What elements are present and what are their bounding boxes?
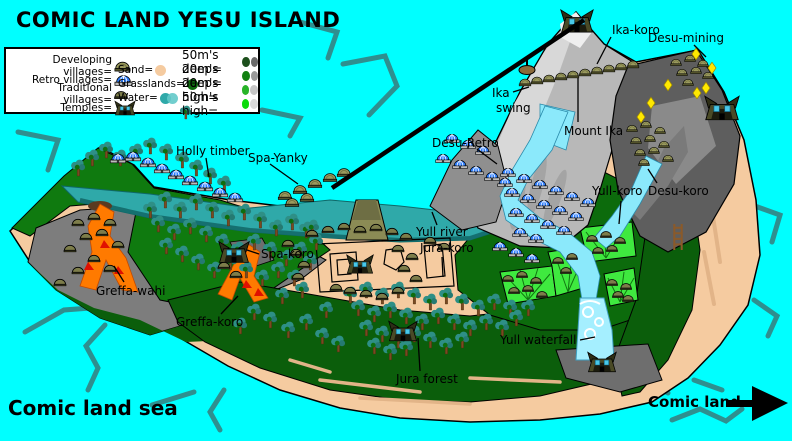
legend-water-label: Water= xyxy=(118,92,158,104)
label-spa-yanky: Spa-Yanky xyxy=(248,151,308,165)
retro-village-icon xyxy=(181,175,199,186)
map-title: COMIC LAND YESU ISLAND xyxy=(16,8,341,32)
50m-deep-swatch-1 xyxy=(242,57,250,67)
label-holly-timber: Holly timber xyxy=(176,144,250,158)
label-greffa-wahi: Greffa-wahi xyxy=(96,284,166,298)
legend-20m-high-label: 20m's high= xyxy=(182,76,219,104)
legend-50m-high-label: 50m's high= xyxy=(182,90,219,118)
20m-high-swatch-1 xyxy=(241,85,250,95)
legend-villages-column: Developing villages= Retro villages= Tra… xyxy=(10,54,136,115)
20m-high-swatch-2 xyxy=(250,85,259,95)
legend-grasslands-label: Grasslands= xyxy=(118,78,185,90)
developing-village-icon xyxy=(299,193,315,202)
retro-village-icon xyxy=(435,153,451,163)
tree-icon xyxy=(142,137,158,155)
ika-swing-cable xyxy=(330,18,586,190)
sea-name-label: Comic land sea xyxy=(8,396,178,420)
label-desu-koro: Desu-koro xyxy=(648,184,709,198)
legend-temples-label: Temples= xyxy=(60,102,112,114)
label-jura-koro: Jura-koro xyxy=(420,241,474,255)
map-legend: Developing villages= Retro villages= Tra… xyxy=(4,47,260,114)
50m-deep-swatch-2 xyxy=(250,57,258,67)
label-yull-river: Yull river xyxy=(416,225,468,239)
developing-village-icon xyxy=(322,173,338,182)
20m-deep-swatch-2 xyxy=(250,71,258,81)
legend-retro-villages-label: Retro villages= xyxy=(31,74,112,86)
legend-elevation-column: 50m's deep= 20m's deep= 20m's high= 50m'… xyxy=(182,48,259,118)
developing-village-icon xyxy=(292,185,308,194)
legend-traditional-villages-label: Traditional villages= xyxy=(57,82,112,106)
developing-village-icon xyxy=(307,179,323,188)
retro-village-icon xyxy=(139,157,157,168)
legend-developing-villages-label: Developing villages= xyxy=(52,54,112,78)
sea-waves xyxy=(15,19,784,433)
tree-icon xyxy=(202,167,218,185)
retro-village-icon xyxy=(226,192,244,203)
label-leader-lines xyxy=(113,36,707,372)
legend-terrain-column: Sand= Grasslands= Water= xyxy=(118,63,198,119)
retro-village-icon xyxy=(167,169,185,180)
legend-50m-deep-label: 50m's deep= xyxy=(182,48,223,76)
water-color-swatch-2 xyxy=(166,92,178,104)
south-beach-streaks xyxy=(288,358,562,406)
label-ika-swing-1: Ika xyxy=(492,86,510,100)
20m-deep-swatch-1 xyxy=(242,71,250,81)
legend-sand-label: Sand= xyxy=(118,64,154,76)
50m-high-swatch-2 xyxy=(250,99,259,109)
grasslands-color-swatch xyxy=(186,78,198,90)
50m-high-swatch-1 xyxy=(241,99,250,109)
comic-land-arrow xyxy=(726,386,788,421)
tree-icon xyxy=(158,143,174,161)
greffa-wahi-lava xyxy=(79,201,139,293)
developing-village-icon xyxy=(277,191,293,200)
water-color-swatch xyxy=(159,92,171,104)
label-jura-forest: Jura forest xyxy=(396,372,458,386)
label-mount-ika: Mount Ika xyxy=(564,124,624,138)
label-greffa-koro: Greffa-koro xyxy=(176,315,244,329)
tree-icon xyxy=(188,159,204,177)
developing-village-icon xyxy=(284,198,300,207)
label-ika-koro: Ika-koro xyxy=(612,23,660,37)
mountain-river xyxy=(499,103,663,301)
label-ika-swing-2: swing xyxy=(496,101,531,115)
desu-retro-rock xyxy=(429,129,509,231)
retro-village-icon xyxy=(153,163,171,174)
legend-20m-deep-label: 20m's deep= xyxy=(182,62,223,90)
label-desu-retro: Desu-Retro xyxy=(432,136,499,150)
label-yull-koro: Yull-koro xyxy=(592,184,643,198)
land-name-label: Comic land xyxy=(648,393,741,411)
label-yull-waterfall: Yull waterfall xyxy=(500,333,577,347)
label-desu-mining: Desu-mining xyxy=(648,31,724,45)
sand-color-swatch xyxy=(155,64,167,76)
label-spa-koro: Spa-koro xyxy=(261,247,314,261)
